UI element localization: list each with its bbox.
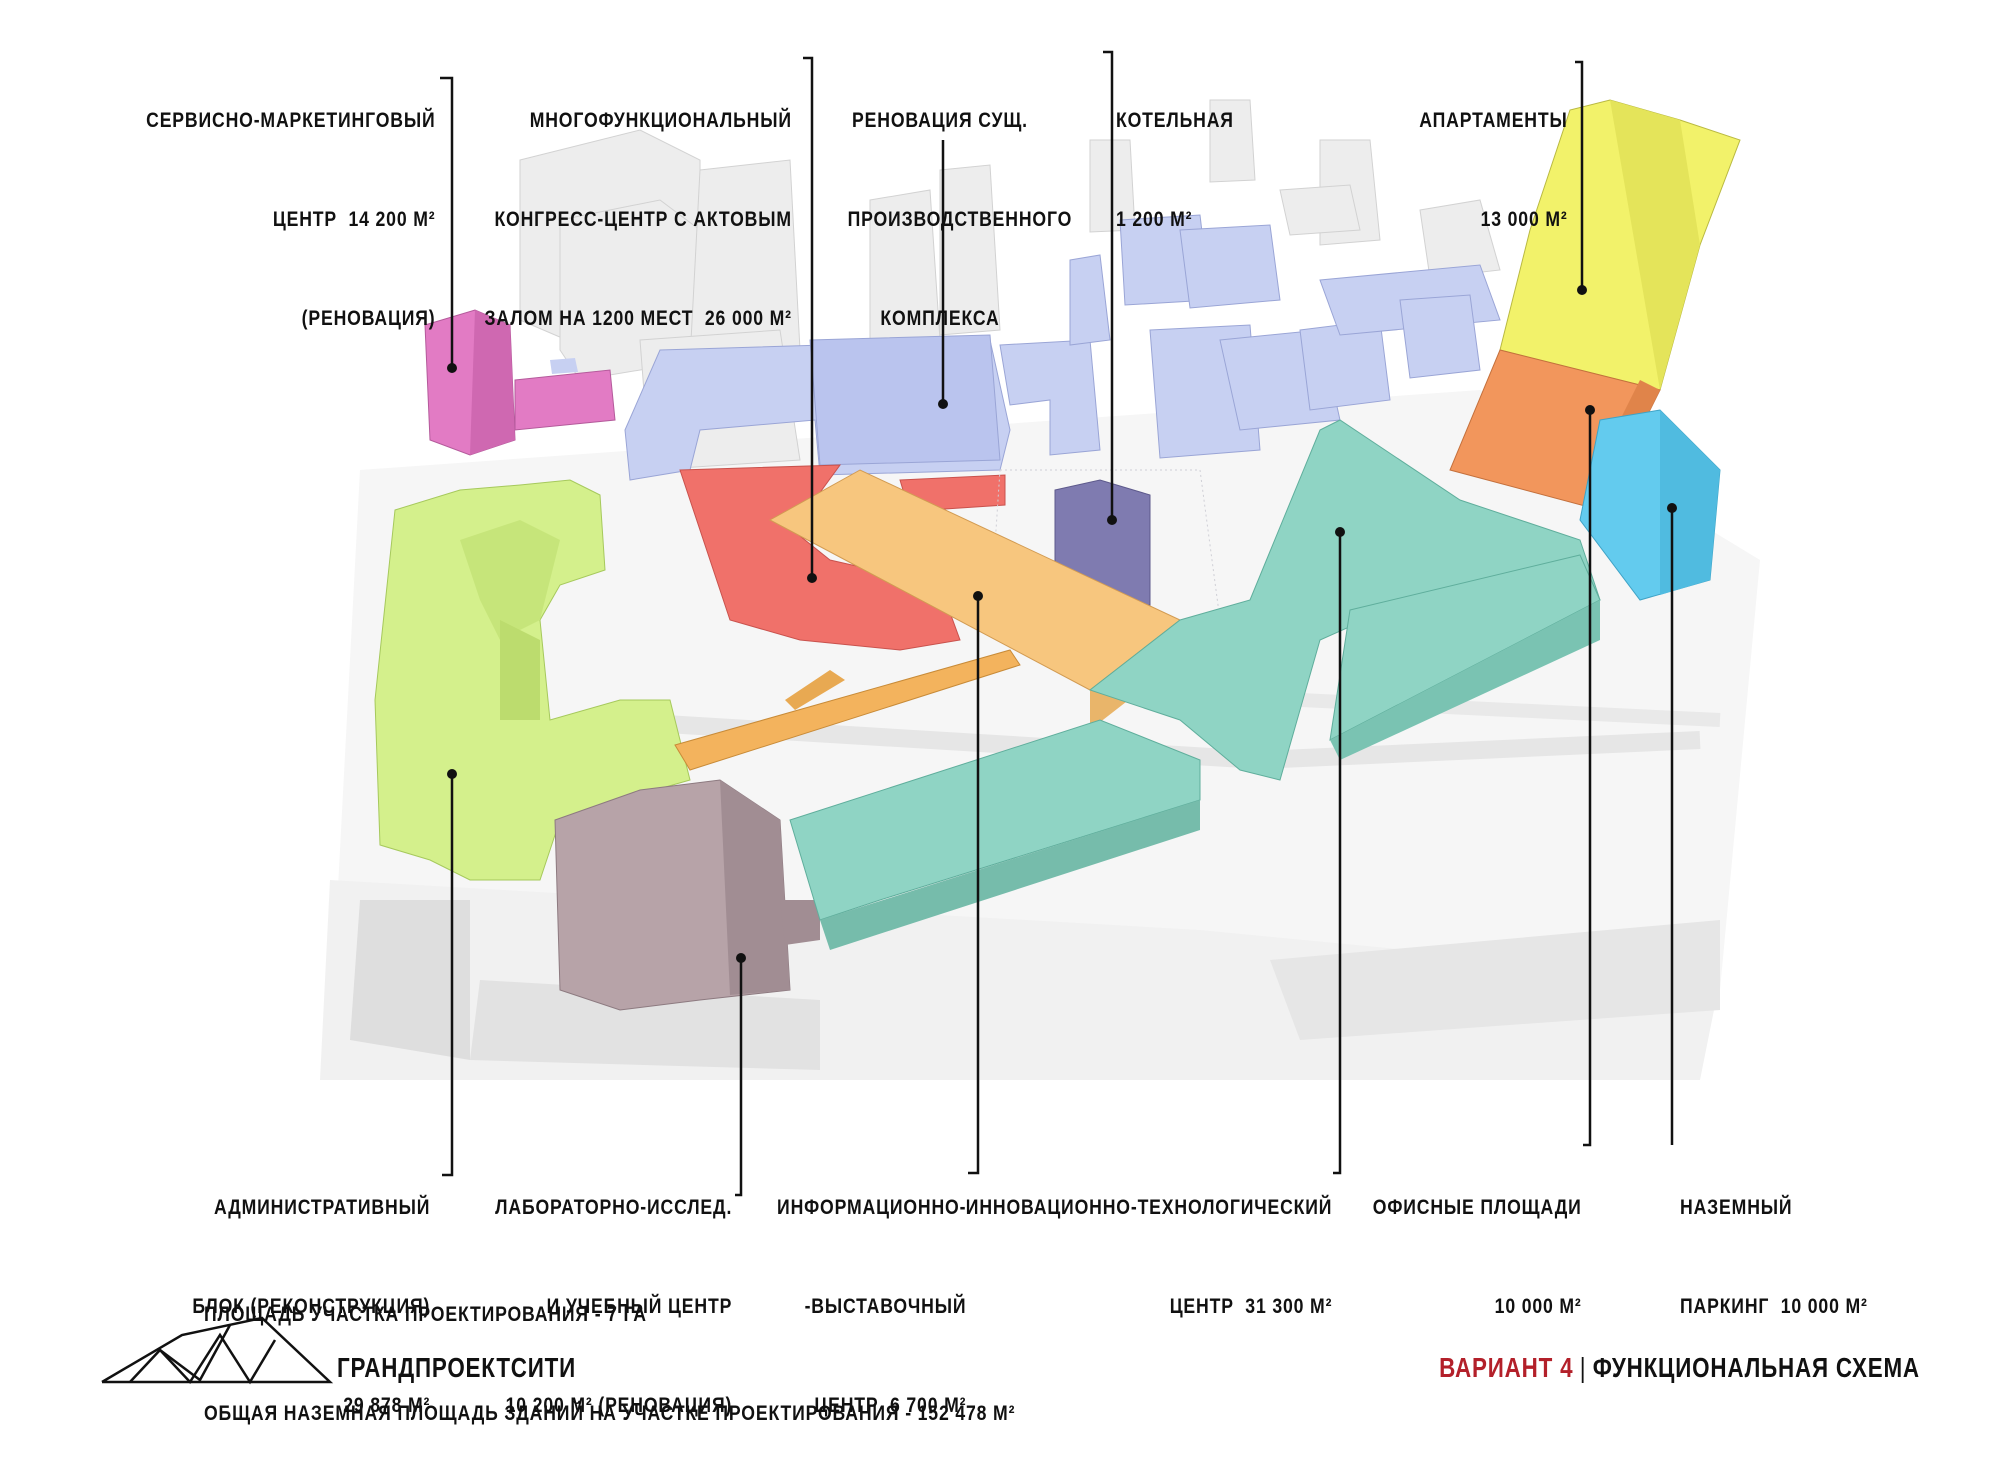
label-office-space: ОФИСНЫЕ ПЛОЩАДИ 10 000 М² xyxy=(1373,1196,1582,1318)
label-congress-center: МНОГОФУНКЦИОНАЛЬНЫЙ КОНГРЕСС-ЦЕНТР С АКТ… xyxy=(484,109,792,330)
laboratory-building xyxy=(554,779,820,1011)
label-ground-parking: НАЗЕМНЫЙ ПАРКИНГ 10 000 М² xyxy=(1680,1196,1868,1318)
label-exhibition-center: ИНФОРМАЦИОННО- -ВЫСТАВОЧНЫЙ ЦЕНТР 6 700 … xyxy=(776,1196,966,1417)
parking-building xyxy=(1579,409,1721,601)
total-area-text: ОБЩАЯ НАЗЕМНАЯ ПЛОЩАДЬ ЗДАНИЙ НА УЧАСТКЕ… xyxy=(204,1402,1016,1425)
site-area-text: ПЛОЩАДЬ УЧАСТКА ПРОЕКТИРОВАНИЯ - 7 ГА xyxy=(204,1303,647,1326)
site-statistics: ПЛОЩАДЬ УЧАСТКА ПРОЕКТИРОВАНИЯ - 7 ГА ОБ… xyxy=(204,1232,1015,1463)
label-apartments: АПАРТАМЕНТЫ 13 000 М² xyxy=(1419,109,1568,231)
variant-label: ВАРИАНТ 4 xyxy=(1439,1352,1574,1383)
label-administrative-block: АДМИНИСТРАТИВНЫЙ БЛОК (РЕКОНСТРУКЦИЯ) 29… xyxy=(192,1196,430,1417)
administrative-building xyxy=(374,479,691,881)
label-laboratory-center: ЛАБОРАТОРНО-ИССЛЕД. И УЧЕБНЫЙ ЦЕНТР 10 2… xyxy=(494,1196,732,1417)
footer-title: ВАРИАНТ 4|ФУНКЦИОНАЛЬНАЯ СХЕМА xyxy=(1439,1352,1920,1384)
leader-lines xyxy=(440,50,1674,1197)
label-boiler-house: КОТЕЛЬНАЯ 1 200 М² xyxy=(1116,109,1234,231)
label-service-marketing: СЕРВИСНО-МАРКЕТИНГОВЫЙ ЦЕНТР 14 200 М² (… xyxy=(145,109,435,330)
brand-name: ГРАНДПРОЕКТСИТИ xyxy=(337,1352,577,1383)
company-logo-icon xyxy=(101,1316,334,1385)
label-innovation-center: ИННОВАЦИОННО-ТЕХНОЛОГИЧЕСКИЙ ЦЕНТР 31 30… xyxy=(965,1196,1332,1318)
label-renovation-complex: РЕНОВАЦИЯ СУЩ. ПРОИЗВОДСТВЕННОГО КОМПЛЕК… xyxy=(847,109,1073,330)
axonometric-diagram xyxy=(101,50,1741,1385)
title-separator: | xyxy=(1579,1352,1587,1383)
page-title: ФУНКЦИОНАЛЬНАЯ СХЕМА xyxy=(1592,1352,1920,1383)
service-marketing-building xyxy=(424,309,616,456)
renovation-complex xyxy=(624,214,1501,481)
innovation-building xyxy=(789,419,1601,950)
leader-dots xyxy=(447,285,1677,963)
apartments-tower xyxy=(1499,99,1741,391)
